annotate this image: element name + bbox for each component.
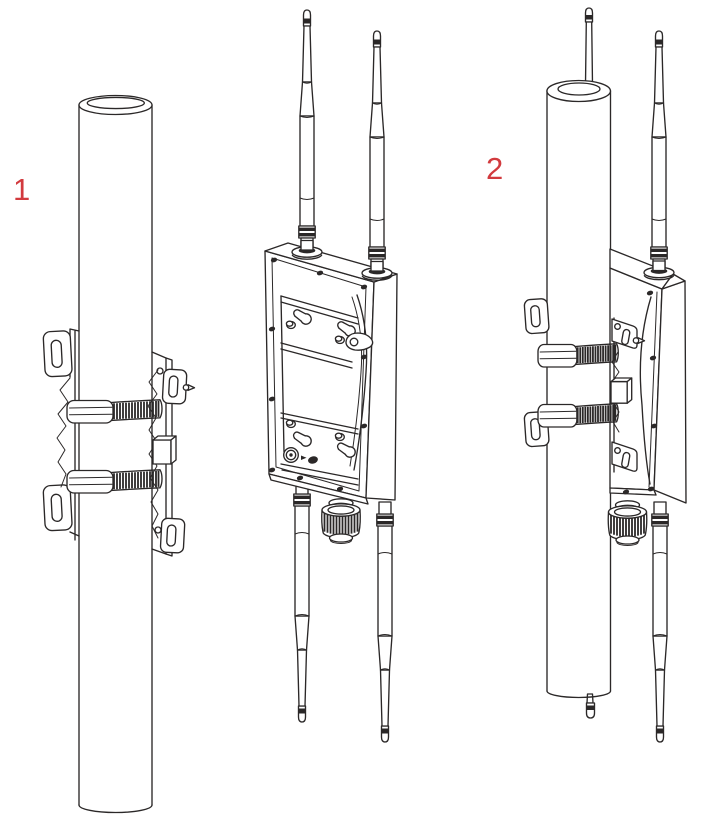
back-frame-border xyxy=(272,258,366,491)
bracket-left-serrated-edge xyxy=(57,378,70,487)
latch-tab xyxy=(346,333,373,350)
bracket-ear-top-left xyxy=(523,297,550,335)
clamp-guide-block xyxy=(152,435,177,465)
panel-curved-edge xyxy=(640,297,651,484)
mount-peg xyxy=(334,335,345,345)
unit-enclosure xyxy=(265,243,397,504)
antenna-top-right-2 xyxy=(650,30,668,272)
enclosure-bottom-face xyxy=(269,474,368,504)
cable-gland-2 xyxy=(607,499,648,547)
step1-assembly: 1 xyxy=(13,96,196,813)
clamp-guide-block xyxy=(610,377,633,404)
bracket-ear-bottom-right xyxy=(159,517,186,554)
panel-curved-edge xyxy=(354,295,367,470)
step1-label: 1 xyxy=(13,172,30,207)
pointer-mark xyxy=(301,455,307,460)
mount-peg xyxy=(285,320,296,330)
outdoor-unit xyxy=(265,9,397,743)
mount-peg xyxy=(334,432,345,442)
back-panel xyxy=(268,256,373,493)
cable-gland xyxy=(320,497,362,545)
mounting-bracket xyxy=(42,329,158,540)
bracket-hole-bottom xyxy=(155,527,161,533)
antenna-bottom-left xyxy=(293,481,311,723)
bracket-screw-pin xyxy=(182,384,196,392)
ground-connector xyxy=(284,448,299,463)
antenna-top-right xyxy=(368,30,386,272)
bracket-hole-top xyxy=(157,368,163,374)
mount-peg xyxy=(285,419,296,429)
bracket-tab-lower xyxy=(612,442,637,471)
antenna-bottom-right xyxy=(376,501,394,743)
bracket-ear-top-left xyxy=(42,329,73,378)
rear-antenna-tips xyxy=(586,8,595,718)
antenna-mount xyxy=(291,239,323,260)
step2-label: 2 xyxy=(486,151,503,186)
bracket-tab-upper xyxy=(612,319,637,348)
bracket-right-serrated-edge xyxy=(148,370,158,538)
antenna-mount xyxy=(361,260,393,281)
vent-plug xyxy=(308,456,318,464)
enclosure-back-face xyxy=(265,251,374,498)
pole xyxy=(79,96,152,813)
unit-bottom-face xyxy=(610,488,656,495)
step2-assembly: 2 xyxy=(486,8,686,743)
bracket-ear-bottom-left xyxy=(42,483,73,532)
antenna-bottom-right-2 xyxy=(651,501,669,743)
pole-2 xyxy=(547,81,611,698)
bracket-rail-plate xyxy=(152,352,196,556)
antenna-top-left xyxy=(298,9,316,251)
